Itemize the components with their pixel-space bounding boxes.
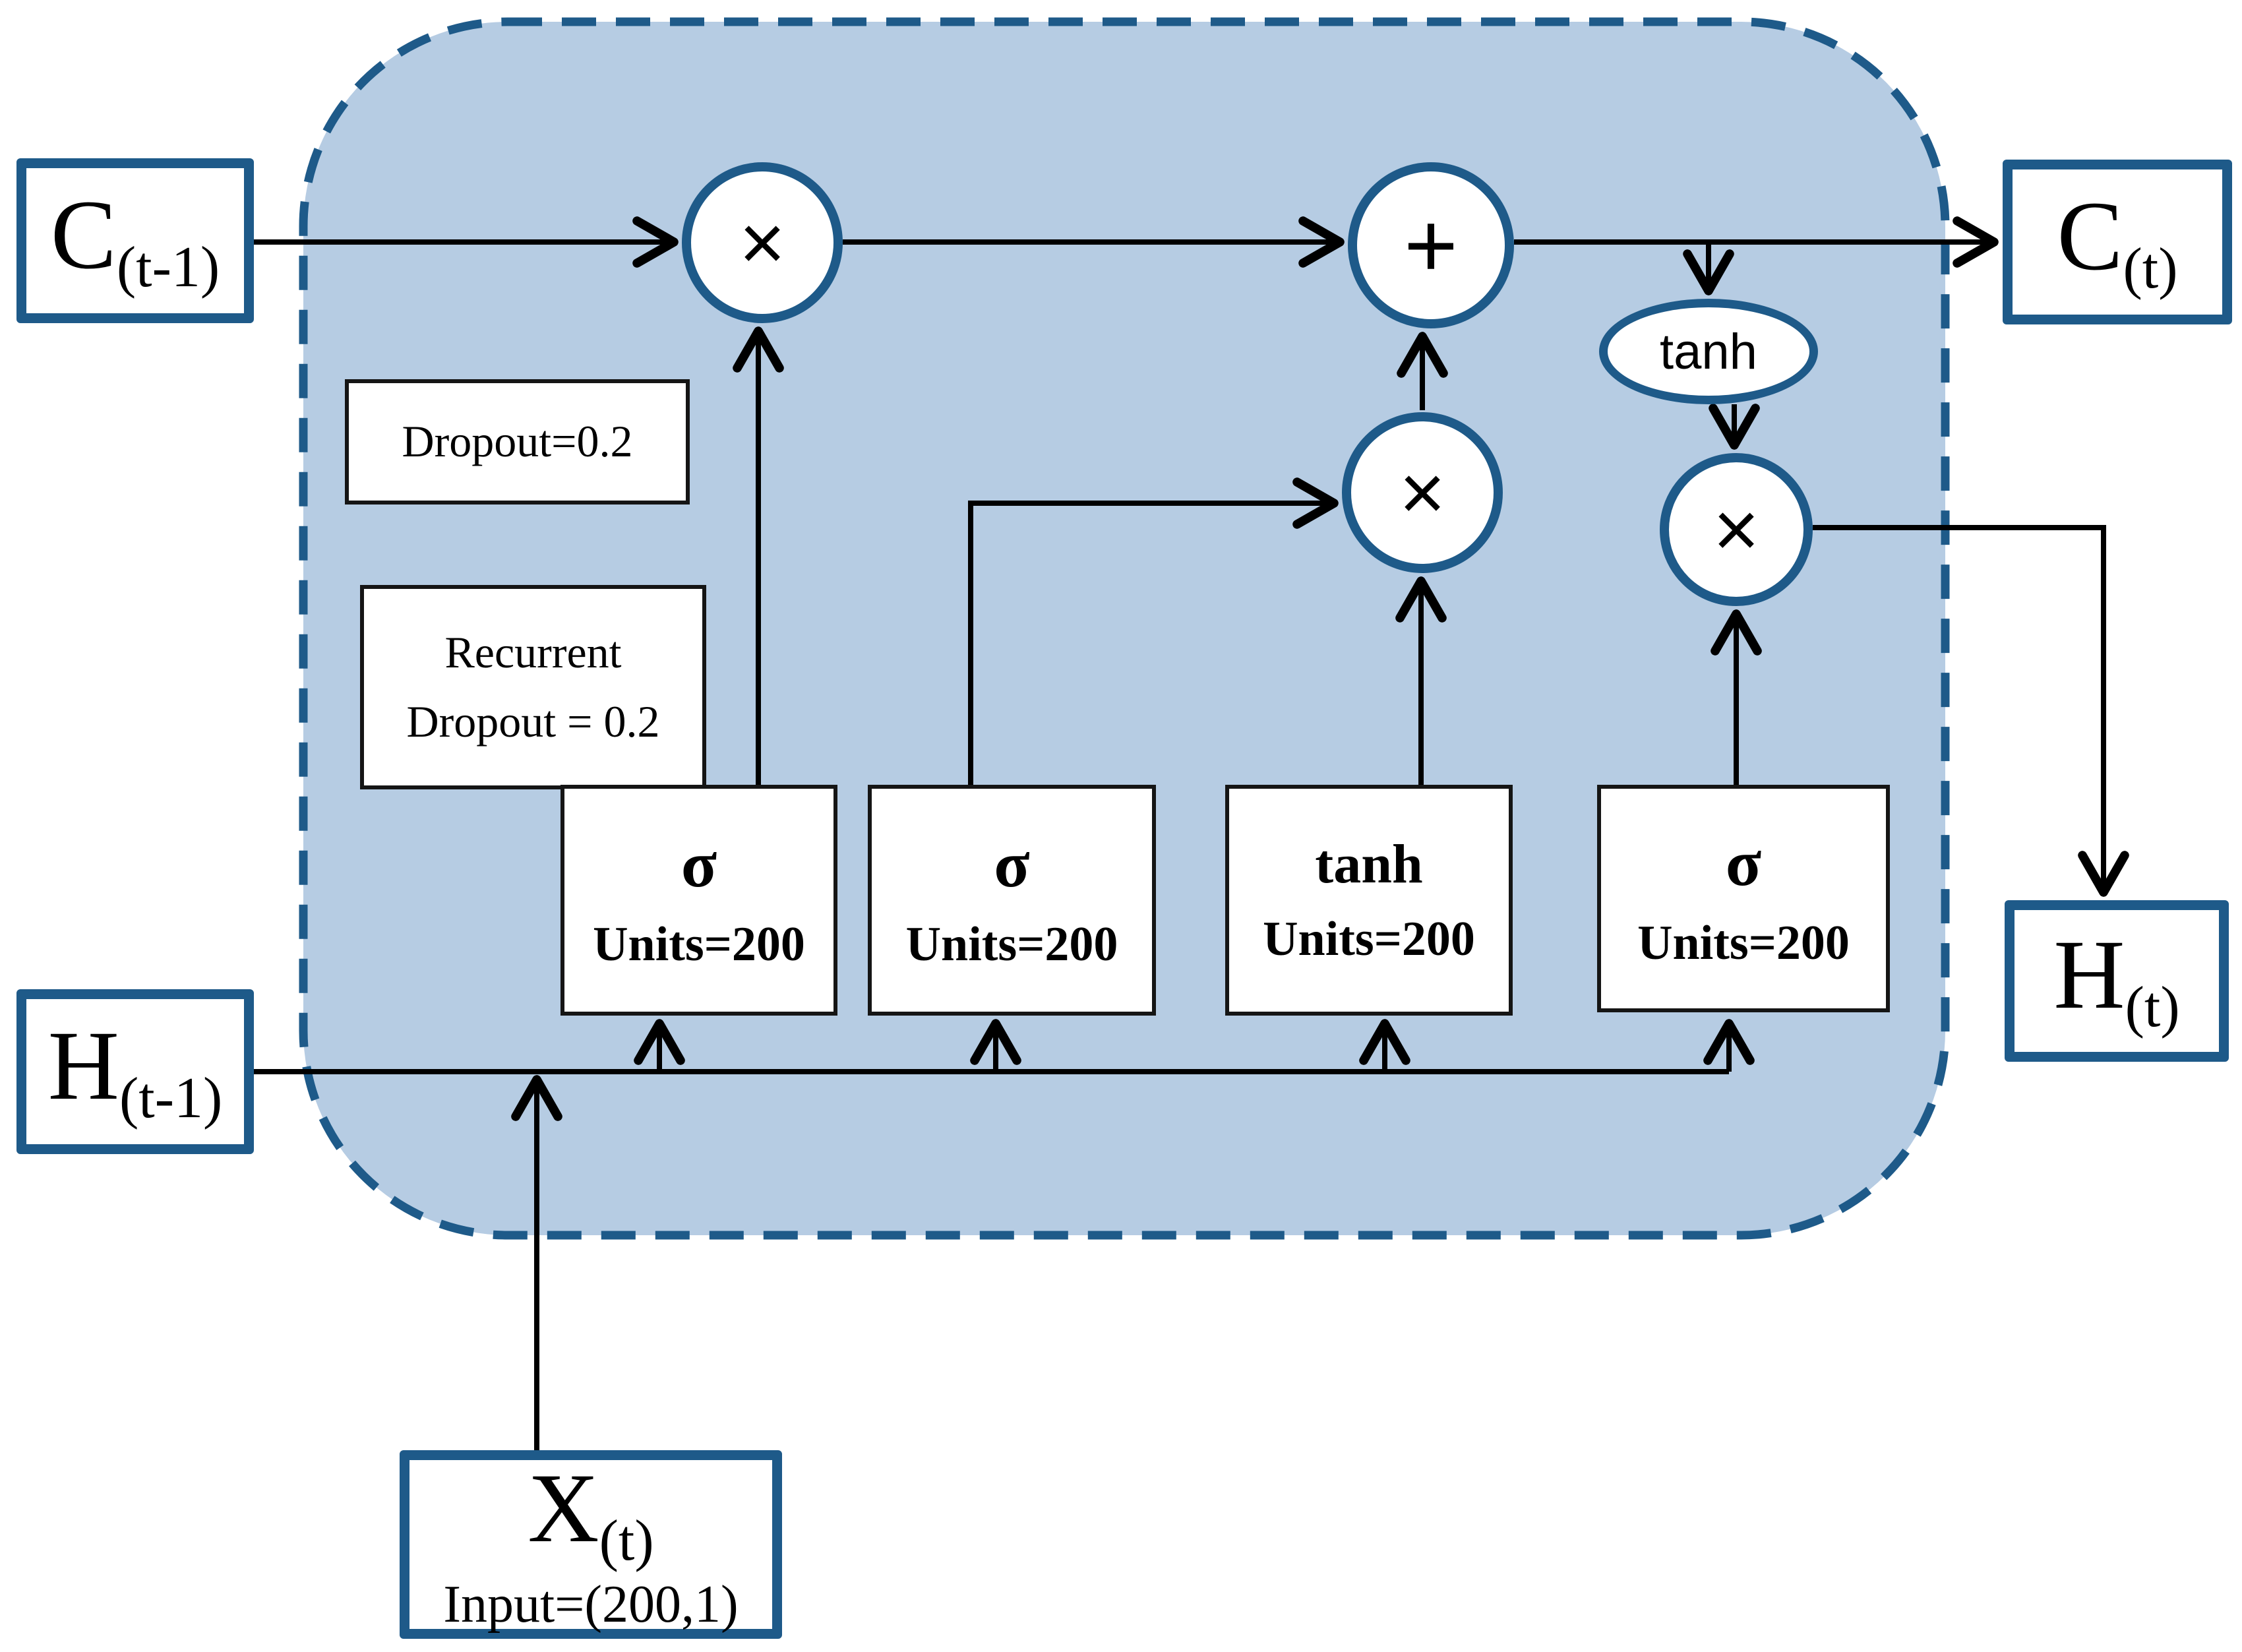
h-prev-label: H(t-1)	[47, 1010, 223, 1130]
c-prev-box: C(t-1)	[16, 158, 254, 323]
dropout-note: Dropout=0.2	[345, 379, 690, 505]
forget-gate-box: σ Units=200	[560, 785, 837, 1016]
candidate-gate-box: tanh Units=200	[1225, 785, 1513, 1016]
input-multiply-symbol: ×	[1399, 448, 1446, 537]
output-gate-symbol: σ	[1725, 826, 1762, 900]
line-outputmul-to-hout	[1813, 525, 2129, 897]
c-out-box: C(t)	[2003, 160, 2232, 324]
c-out-label: C(t)	[2057, 181, 2178, 301]
x-input-label: X(t)	[528, 1453, 654, 1573]
output-gate-units: Units=200	[1637, 915, 1850, 970]
recurrent-text-line1: Recurrent	[444, 627, 622, 677]
h-out-box: H(t)	[2005, 900, 2229, 1062]
x-input-shape: Input=(200,1)	[443, 1576, 739, 1634]
cell-add-symbol: +	[1404, 193, 1458, 297]
h-out-label: H(t)	[2053, 920, 2180, 1040]
forget-multiply-symbol: ×	[739, 199, 786, 287]
line-gate2-to-inputmul	[968, 477, 1339, 785]
h-prev-box: H(t-1)	[16, 989, 254, 1154]
tanh-activation-ellipse: tanh	[1599, 299, 1818, 404]
output-multiply-symbol: ×	[1712, 485, 1760, 574]
input-multiply-circle: ×	[1342, 412, 1503, 573]
x-input-box: X(t) Input=(200,1)	[400, 1450, 782, 1639]
output-multiply-circle: ×	[1660, 453, 1813, 606]
tanh-activation-label: tanh	[1660, 323, 1757, 380]
input-gate-units: Units=200	[905, 917, 1118, 971]
c-prev-label: C(t-1)	[50, 179, 220, 299]
candidate-gate-units: Units=200	[1263, 912, 1475, 966]
cell-add-circle: +	[1348, 162, 1514, 328]
dropout-text: Dropout=0.2	[402, 416, 633, 467]
forget-gate-symbol: σ	[681, 828, 717, 901]
forget-multiply-circle: ×	[682, 162, 843, 323]
candidate-gate-symbol: tanh	[1315, 834, 1423, 895]
recurrent-dropout-note: Recurrent Dropout = 0.2	[360, 585, 706, 789]
recurrent-text-line2: Dropout = 0.2	[406, 696, 660, 747]
input-gate-symbol: σ	[994, 828, 1030, 901]
forget-gate-units: Units=200	[593, 917, 805, 971]
input-gate-box: σ Units=200	[868, 785, 1156, 1016]
output-gate-box: σ Units=200	[1597, 785, 1890, 1012]
